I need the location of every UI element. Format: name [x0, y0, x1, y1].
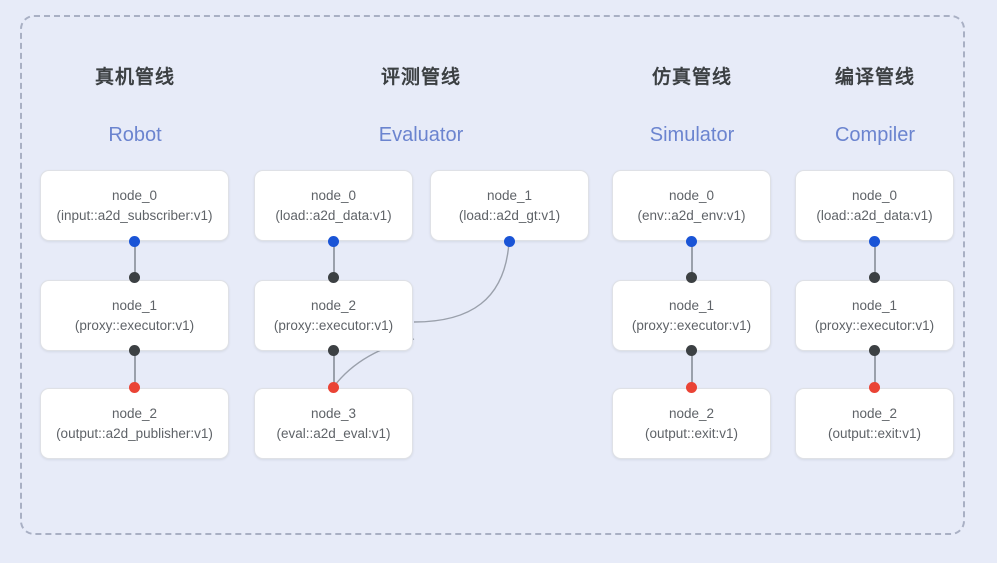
edge-evaluator-gt-to-executor — [413, 241, 510, 323]
node-evaluator-0[interactable]: node_0 (load::a2d_data:v1) — [254, 170, 413, 241]
node-id: node_0 — [668, 187, 715, 203]
port-out-compiler-1[interactable] — [869, 345, 880, 356]
column-title-cn-compiler: 编译管线 — [834, 67, 915, 88]
node-id: node_3 — [310, 405, 357, 421]
node-id: node_1 — [851, 297, 898, 313]
node-type: (output::exit:v1) — [827, 425, 922, 441]
node-robot-1[interactable]: node_1 (proxy::executor:v1) — [40, 280, 229, 351]
node-type: (output::exit:v1) — [644, 425, 739, 441]
port-out-simulator-1[interactable] — [686, 345, 697, 356]
column-title-en-simulator: Simulator — [649, 124, 735, 146]
node-evaluator-1[interactable]: node_1 (load::a2d_gt:v1) — [430, 170, 589, 241]
node-type: (output::a2d_publisher:v1) — [56, 425, 213, 441]
edge-compiler-0-1 — [874, 240, 876, 280]
column-title-cn-evaluator: 评测管线 — [380, 67, 461, 88]
port-terminal-simulator-2[interactable] — [686, 382, 697, 393]
node-id: node_1 — [486, 187, 533, 203]
node-compiler-2[interactable]: node_2 (output::exit:v1) — [795, 388, 954, 459]
edge-evaluator-2-3 — [333, 350, 335, 389]
node-type: (load::a2d_gt:v1) — [458, 207, 561, 223]
port-in-compiler-1[interactable] — [869, 272, 880, 283]
node-id: node_1 — [111, 297, 158, 313]
node-evaluator-3[interactable]: node_3 (eval::a2d_eval:v1) — [254, 388, 413, 459]
port-out-evaluator-2[interactable] — [328, 345, 339, 356]
node-evaluator-2[interactable]: node_2 (proxy::executor:v1) — [254, 280, 413, 351]
column-title-cn-simulator: 仿真管线 — [651, 67, 732, 88]
node-type: (load::a2d_data:v1) — [816, 207, 933, 223]
port-out-robot-1[interactable] — [129, 345, 140, 356]
node-simulator-1[interactable]: node_1 (proxy::executor:v1) — [612, 280, 771, 351]
node-simulator-2[interactable]: node_2 (output::exit:v1) — [612, 388, 771, 459]
node-type: (env::a2d_env:v1) — [637, 207, 746, 223]
node-id: node_1 — [668, 297, 715, 313]
port-out-evaluator-0[interactable] — [328, 236, 339, 247]
node-type: (proxy::executor:v1) — [631, 317, 752, 333]
node-id: node_2 — [310, 297, 357, 313]
column-title-en-robot: Robot — [108, 124, 162, 146]
column-title-en-compiler: Compiler — [834, 124, 916, 146]
node-type: (proxy::executor:v1) — [273, 317, 394, 333]
port-terminal-evaluator-3[interactable] — [328, 382, 339, 393]
port-in-robot-1[interactable] — [129, 272, 140, 283]
edge-robot-1-2 — [134, 350, 136, 389]
node-type: (eval::a2d_eval:v1) — [276, 425, 391, 441]
node-simulator-0[interactable]: node_0 (env::a2d_env:v1) — [612, 170, 771, 241]
port-out-evaluator-1[interactable] — [504, 236, 515, 247]
node-id: node_0 — [111, 187, 158, 203]
port-terminal-robot-2[interactable] — [129, 382, 140, 393]
column-title-en-evaluator: Evaluator — [378, 124, 464, 146]
node-compiler-0[interactable]: node_0 (load::a2d_data:v1) — [795, 170, 954, 241]
node-type: (proxy::executor:v1) — [814, 317, 935, 333]
column-title-cn-robot: 真机管线 — [94, 67, 175, 88]
node-compiler-1[interactable]: node_1 (proxy::executor:v1) — [795, 280, 954, 351]
node-id: node_0 — [851, 187, 898, 203]
node-type: (proxy::executor:v1) — [74, 317, 195, 333]
edge-simulator-1-2 — [691, 350, 693, 389]
port-in-evaluator-2[interactable] — [328, 272, 339, 283]
port-out-simulator-0[interactable] — [686, 236, 697, 247]
node-robot-0[interactable]: node_0 (input::a2d_subscriber:v1) — [40, 170, 229, 241]
port-out-compiler-0[interactable] — [869, 236, 880, 247]
node-robot-2[interactable]: node_2 (output::a2d_publisher:v1) — [40, 388, 229, 459]
node-id: node_2 — [851, 405, 898, 421]
edge-simulator-0-1 — [691, 240, 693, 280]
node-type: (input::a2d_subscriber:v1) — [56, 207, 213, 223]
edge-robot-0-1 — [134, 240, 136, 280]
node-type: (load::a2d_data:v1) — [275, 207, 392, 223]
port-out-robot-0[interactable] — [129, 236, 140, 247]
port-in-simulator-1[interactable] — [686, 272, 697, 283]
port-terminal-compiler-2[interactable] — [869, 382, 880, 393]
edge-evaluator-0-2 — [333, 240, 335, 280]
node-id: node_2 — [111, 405, 158, 421]
edge-compiler-1-2 — [874, 350, 876, 389]
node-id: node_2 — [668, 405, 715, 421]
node-id: node_0 — [310, 187, 357, 203]
diagram-dashed-frame — [20, 15, 965, 535]
